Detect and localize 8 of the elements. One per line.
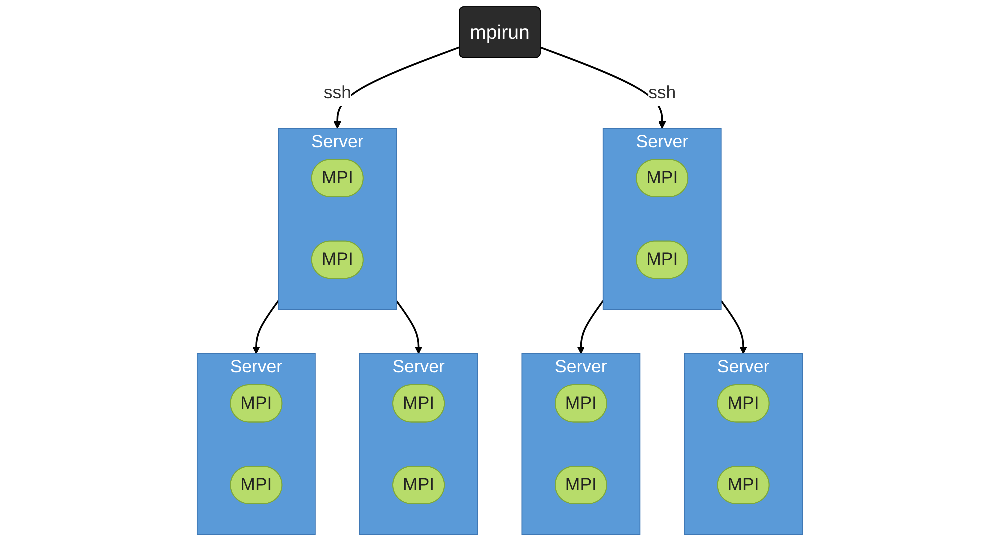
arrow: [334, 46, 460, 129]
arrow: [720, 300, 748, 354]
edge-label: ssh: [648, 83, 676, 103]
arrow: [540, 46, 666, 129]
edge-label: ssh: [324, 83, 352, 103]
arrow: [252, 300, 280, 354]
arrow: [577, 300, 604, 354]
arrow: [396, 300, 423, 354]
